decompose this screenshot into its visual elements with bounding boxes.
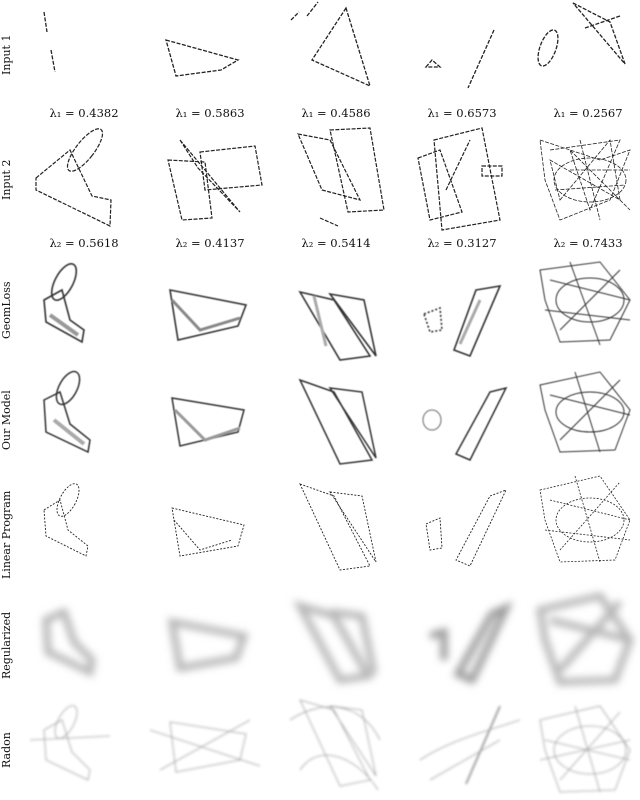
lambda2-label-col5: λ₂ = 0.7433 bbox=[553, 236, 623, 250]
our-model-col5 bbox=[539, 371, 631, 453]
our-model-col3 bbox=[298, 378, 377, 465]
lambda2-label-col1: λ₂ = 0.5618 bbox=[49, 236, 119, 250]
input2-col1 bbox=[35, 128, 112, 227]
lambda1-label-col2: λ₁ = 0.5863 bbox=[175, 106, 245, 120]
regularized-col3 bbox=[292, 600, 378, 684]
input2-col4 bbox=[417, 127, 503, 231]
regularized-col2 bbox=[167, 617, 249, 673]
linear-program-col2 bbox=[171, 507, 245, 557]
radon-col1 bbox=[29, 705, 111, 781]
radon-col3 bbox=[289, 699, 381, 791]
geomloss-col5 bbox=[539, 261, 631, 346]
input2-col2 bbox=[167, 139, 263, 221]
linear-program-col4 bbox=[425, 489, 507, 567]
input1-row bbox=[43, 1, 626, 89]
lambda1-label-col1: λ₁ = 0.4382 bbox=[49, 106, 119, 120]
input2-row bbox=[35, 127, 631, 231]
linear-program-col5 bbox=[539, 475, 631, 563]
our-model-col1 bbox=[43, 370, 91, 454]
input1-col4 bbox=[424, 29, 495, 89]
input1-col1 bbox=[43, 11, 56, 73]
our-model-row bbox=[43, 370, 631, 465]
regularized-col4 bbox=[429, 601, 514, 685]
lambda2-label-col4: λ₂ = 0.3127 bbox=[427, 236, 497, 250]
lambda1-label-col4: λ₁ = 0.6573 bbox=[427, 106, 497, 120]
lambda1-label-col3: λ₁ = 0.4586 bbox=[301, 106, 371, 120]
regularized-row bbox=[42, 592, 634, 686]
our-model-col4 bbox=[422, 386, 508, 461]
geomloss-col3 bbox=[298, 290, 377, 361]
geomloss-col4 bbox=[422, 284, 502, 358]
geomloss-col2 bbox=[169, 288, 248, 341]
linear-program-col3 bbox=[299, 483, 377, 571]
our-model-col2 bbox=[171, 397, 245, 447]
lambda2-label-col2: λ₂ = 0.4137 bbox=[175, 236, 245, 250]
linear-program-row bbox=[43, 475, 631, 571]
radon-col4 bbox=[419, 705, 521, 785]
linear-program-col1 bbox=[43, 483, 89, 557]
lambda2-label-col3: λ₂ = 0.5414 bbox=[301, 236, 371, 250]
input2-col3 bbox=[297, 127, 385, 227]
input1-col2 bbox=[165, 39, 240, 77]
geomloss-row bbox=[43, 261, 631, 361]
input1-col3 bbox=[290, 1, 372, 88]
geomloss-col1 bbox=[43, 263, 85, 344]
regularized-col5 bbox=[536, 592, 634, 686]
input2-col5 bbox=[539, 139, 631, 221]
input1-col5 bbox=[537, 2, 626, 67]
radon-col2 bbox=[149, 719, 261, 773]
radon-row bbox=[29, 699, 631, 793]
lambda1-label-col5: λ₁ = 0.2567 bbox=[553, 106, 623, 120]
regularized-col1 bbox=[42, 607, 96, 678]
radon-col5 bbox=[539, 705, 631, 793]
